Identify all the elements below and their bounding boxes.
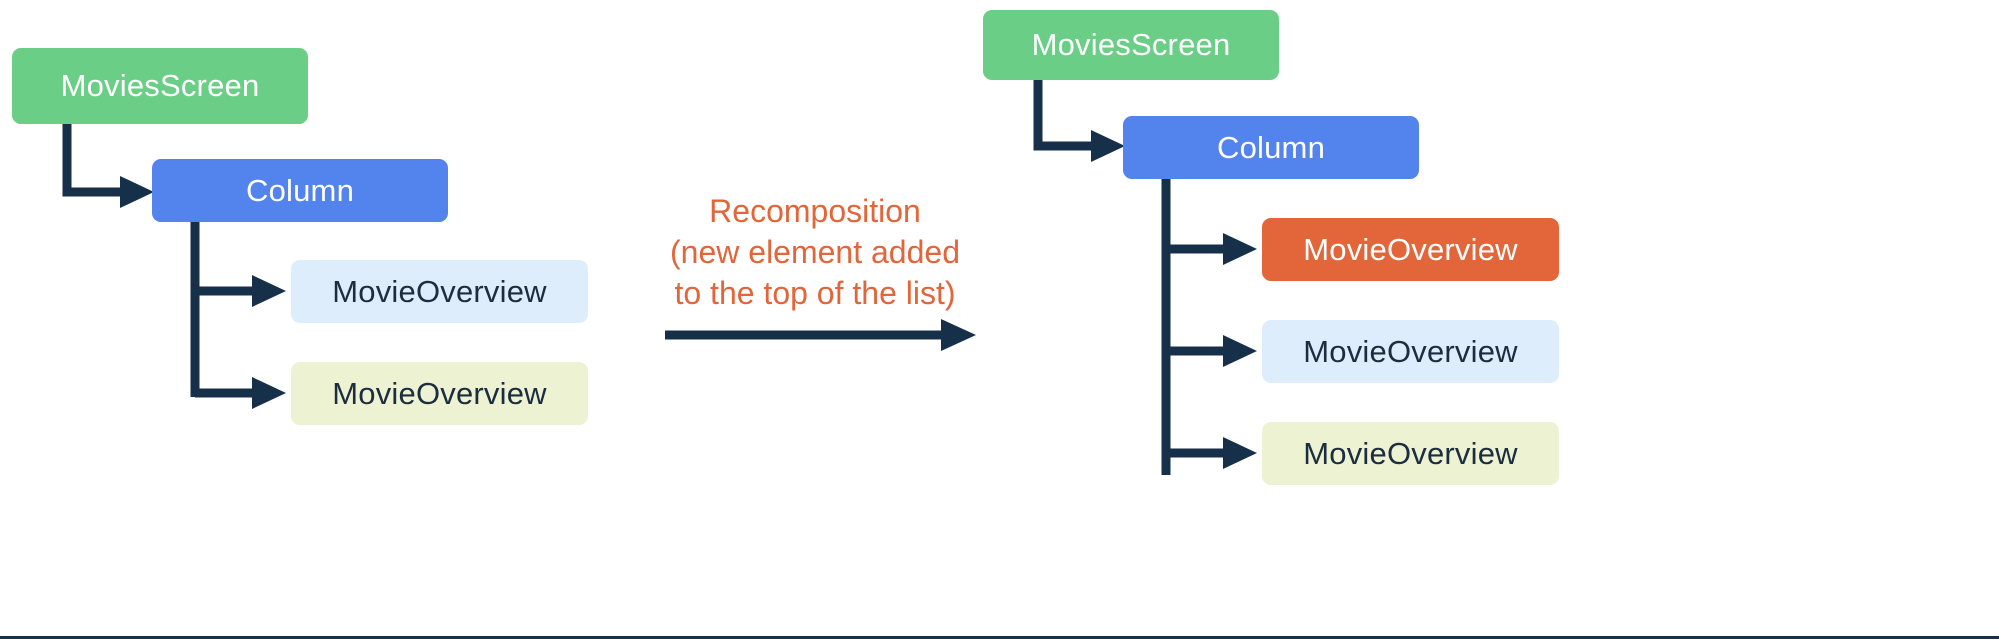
right-node-movie-overview-2-label: MovieOverview (1303, 333, 1518, 369)
right-node-column[interactable]: Column (1123, 116, 1419, 179)
right-node-movie-overview-1[interactable]: MovieOverview (1262, 218, 1559, 281)
transition-arrow-right-icon (665, 318, 977, 352)
left-node-movie-overview-1-label: MovieOverview (332, 273, 547, 309)
recomposition-caption: Recomposition (new element added to the … (670, 193, 960, 311)
left-node-movies-screen-label: MoviesScreen (60, 68, 260, 103)
left-connector-root-to-column (62, 124, 162, 208)
right-node-movies-screen[interactable]: MoviesScreen (983, 10, 1279, 80)
left-connector-column-to-children (190, 222, 300, 412)
right-connector-column-to-children (1161, 179, 1271, 489)
left-node-movie-overview-2[interactable]: MovieOverview (291, 362, 588, 425)
left-node-column[interactable]: Column (152, 159, 448, 222)
right-node-movies-screen-label: MoviesScreen (1031, 27, 1231, 62)
right-node-column-label: Column (1216, 129, 1326, 165)
right-node-movie-overview-3-label: MovieOverview (1303, 435, 1518, 471)
right-connector-root-to-column (1033, 80, 1133, 162)
bottom-divider (0, 636, 1999, 639)
left-node-movie-overview-2-label: MovieOverview (332, 375, 547, 411)
left-node-column-label: Column (245, 172, 355, 208)
left-node-movies-screen[interactable]: MoviesScreen (12, 48, 308, 124)
right-node-movie-overview-2[interactable]: MovieOverview (1262, 320, 1559, 383)
right-node-movie-overview-3[interactable]: MovieOverview (1262, 422, 1559, 485)
left-node-movie-overview-1[interactable]: MovieOverview (291, 260, 588, 323)
right-node-movie-overview-1-label: MovieOverview (1303, 231, 1518, 267)
